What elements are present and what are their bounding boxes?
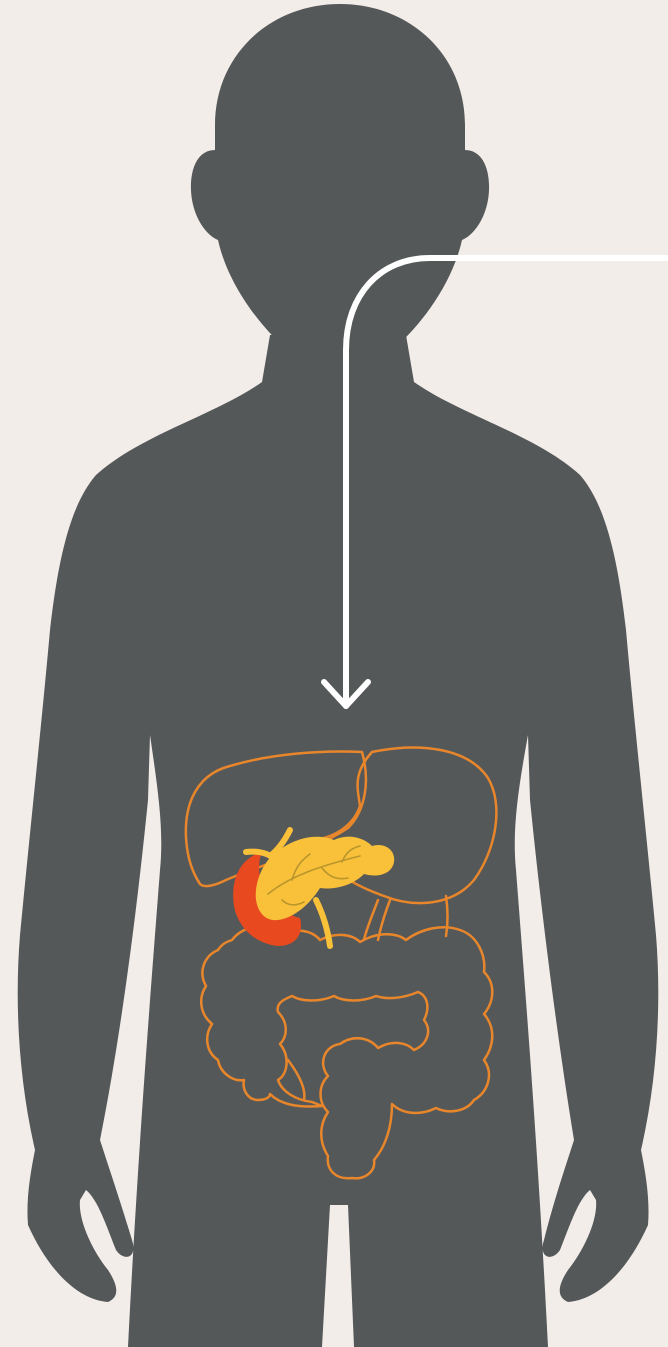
anatomy-svg [0, 0, 668, 1347]
anatomy-illustration [0, 0, 668, 1347]
